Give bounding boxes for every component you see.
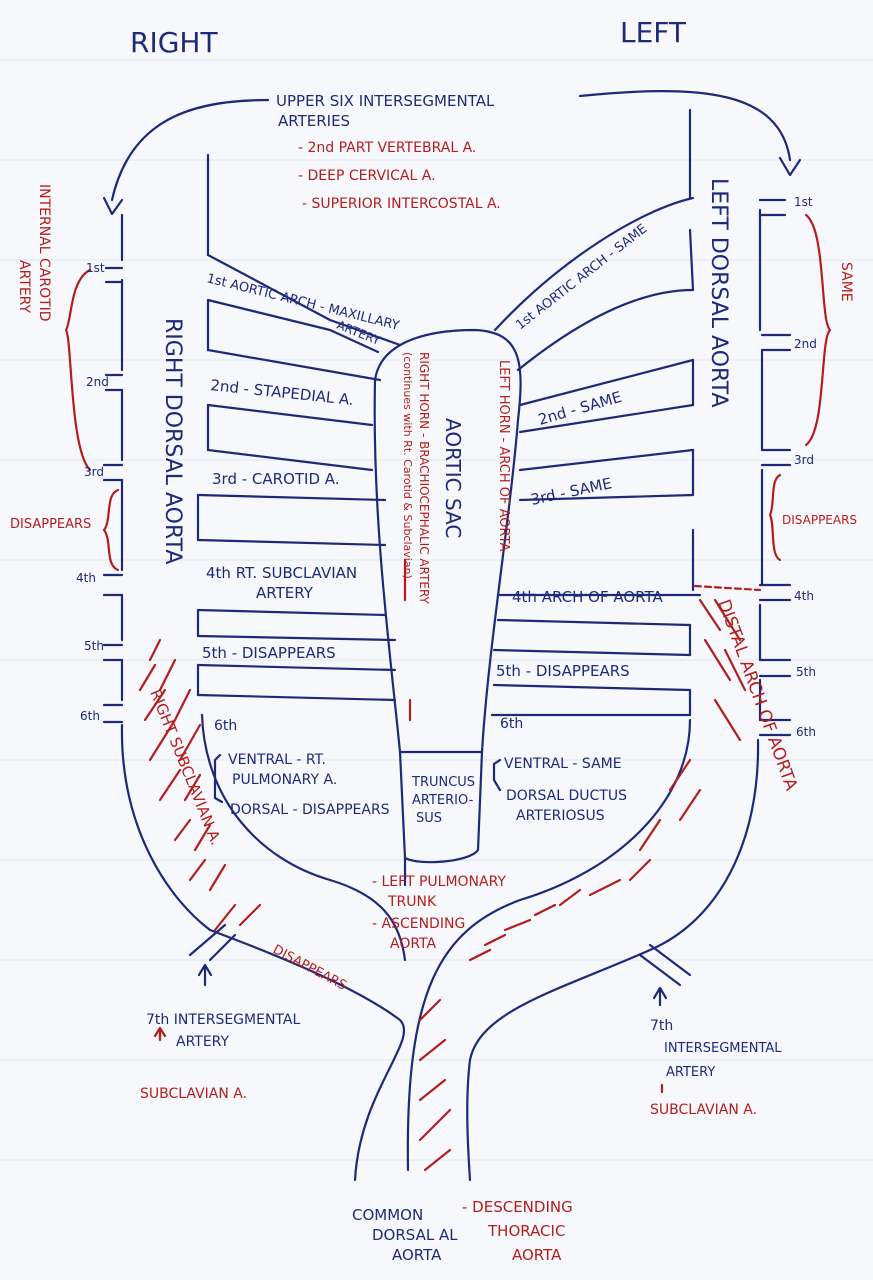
paper-lines — [0, 59, 873, 1161]
seg-left-2: 2nd — [794, 337, 817, 351]
right-arch-3: 3rd - CAROTID A. — [212, 470, 340, 488]
seventh-left-c: ARTERY — [666, 1065, 715, 1080]
seventh-left: 7th — [650, 1018, 673, 1034]
seg-left-5: 5th — [796, 665, 816, 679]
right-arch-6-ventral: VENTRAL - RT. — [228, 752, 326, 768]
common-dorsal-3: AORTA — [392, 1246, 442, 1264]
upper-six-item-1: - 2nd PART VERTEBRAL A. — [298, 140, 476, 156]
truncus-2: ARTERIO- — [412, 793, 474, 808]
seg-left-3: 3rd — [794, 453, 814, 467]
left-arch-4: 4th ARCH OF AORTA — [512, 588, 663, 606]
right-arch-2: 2nd - STAPEDIAL A. — [210, 376, 355, 409]
vessel-drawing — [102, 90, 802, 1182]
left-pulmonary-label-b: TRUNK — [387, 894, 437, 910]
seventh-left-b: INTERSEGMENTAL — [664, 1041, 782, 1056]
ascending-label-b: AORTA — [390, 936, 437, 952]
descending-3: AORTA — [512, 1246, 562, 1264]
left-arch-1: 1st AORTIC ARCH - SAME — [513, 221, 650, 333]
descending-2: THORACIC — [487, 1222, 565, 1240]
left-dorsal-aorta-label: LEFT DORSAL AORTA — [706, 178, 731, 408]
disappears-right-margin: DISAPPEARS — [782, 513, 857, 527]
header-right: RIGHT — [130, 26, 218, 59]
left-arch-6: 6th — [500, 716, 523, 732]
same-label: SAME — [838, 262, 854, 302]
disappears-bottom-label: DISAPPEARS — [270, 942, 349, 993]
descending-1: - DESCENDING — [462, 1198, 573, 1216]
left-horn-label: LEFT HORN - ARCH OF AORTA — [496, 360, 511, 552]
internal-carotid-label-b: ARTERY — [16, 260, 32, 314]
seg-right-4: 4th — [76, 571, 96, 585]
internal-carotid-label: INTERNAL CAROTID — [36, 184, 52, 322]
seg-left-1: 1st — [794, 195, 813, 209]
seg-right-2: 2nd — [86, 375, 109, 389]
seg-right-5: 5th — [84, 639, 104, 653]
right-arch-5: 5th - DISAPPEARS — [202, 644, 336, 662]
upper-six-item-3: - SUPERIOR INTERCOSTAL A. — [302, 196, 501, 212]
ascending-label: - ASCENDING — [372, 916, 465, 932]
right-subclavian-label: RIGHT SUBCLAVIAN A. — [146, 687, 225, 848]
right-horn-label: RIGHT HORN - BRACHIOCEPHALIC ARTERY — [417, 352, 431, 605]
seventh-right-b: ARTERY — [176, 1034, 230, 1050]
subclavian-left: SUBCLAVIAN A. — [650, 1102, 757, 1118]
seg-left-4: 4th — [794, 589, 814, 603]
common-dorsal-2: DORSAL AL — [372, 1226, 458, 1244]
right-arch-4-b: ARTERY — [256, 584, 314, 602]
common-dorsal-1: COMMON — [352, 1206, 423, 1224]
upper-six-title-2: ARTERIES — [278, 112, 350, 130]
seg-right-1: 1st — [86, 261, 105, 275]
header-left: LEFT — [620, 16, 687, 49]
red-hatching — [64, 213, 832, 1172]
labels: RIGHT LEFT UPPER SIX INTERSEGMENTAL ARTE… — [10, 16, 857, 1264]
disappears-left-margin: DISAPPEARS — [10, 517, 91, 532]
right-arch-6-ventral-b: PULMONARY A. — [232, 772, 337, 788]
right-dorsal-aorta-label: RIGHT DORSAL AORTA — [160, 318, 185, 564]
seg-left-6: 6th — [796, 725, 816, 739]
seg-right-3: 3rd — [84, 465, 104, 479]
left-pulmonary-label: - LEFT PULMONARY — [372, 874, 506, 890]
upper-six-title: UPPER SIX INTERSEGMENTAL — [276, 92, 495, 110]
upper-six-item-2: - DEEP CERVICAL A. — [298, 168, 436, 184]
left-arch-6-dorsal: DORSAL DUCTUS — [506, 788, 627, 804]
right-arch-6-dorsal: DORSAL - DISAPPEARS — [230, 802, 390, 818]
left-arch-3: 3rd - SAME — [529, 474, 613, 509]
seventh-right: 7th INTERSEGMENTAL — [146, 1012, 300, 1028]
right-horn-label-b: (continues with Rt. Carotid & Subclavian… — [401, 352, 414, 579]
left-arch-6-ventral: VENTRAL - SAME — [504, 756, 622, 772]
right-arch-6: 6th — [214, 718, 237, 734]
left-arch-5: 5th - DISAPPEARS — [496, 662, 630, 680]
truncus-3: SUS — [416, 811, 442, 826]
seg-right-6: 6th — [80, 709, 100, 723]
aortic-sac-label: AORTIC SAC — [441, 418, 465, 538]
left-arch-6-dorsal-b: ARTERIOSUS — [516, 808, 605, 824]
right-arch-4: 4th RT. SUBCLAVIAN — [206, 564, 357, 582]
subclavian-right: SUBCLAVIAN A. — [140, 1086, 247, 1102]
truncus-1: TRUNCUS — [411, 775, 475, 790]
